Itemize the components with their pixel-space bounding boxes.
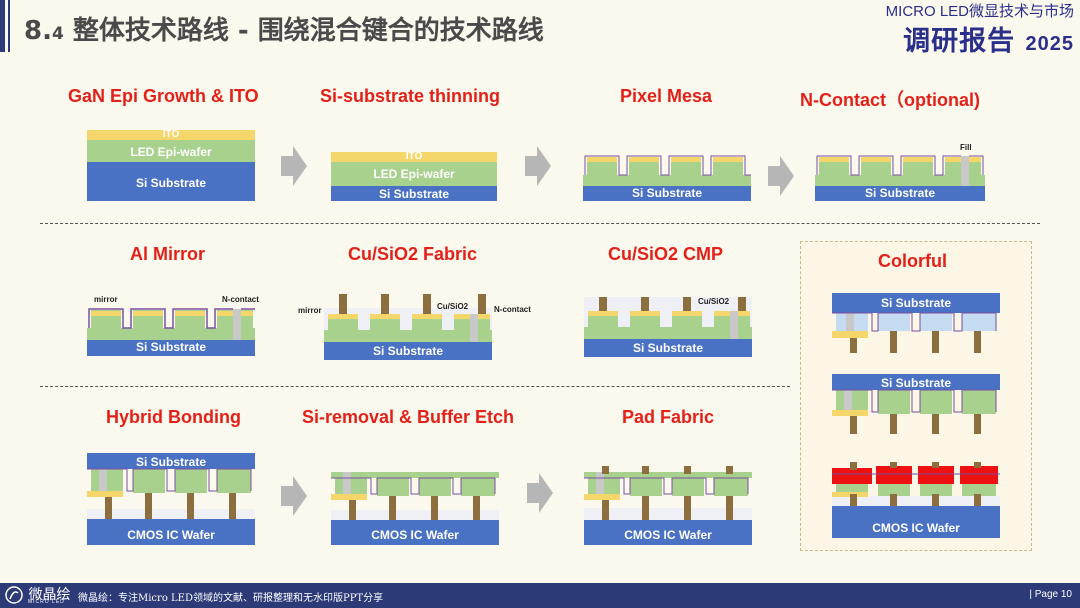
- footer-logo-en: MICRO LED: [28, 599, 65, 605]
- label-n-contact: N-contact: [494, 305, 531, 314]
- footer-logo-text: 微晶绘: [28, 587, 71, 603]
- label-si-substrate: Si Substrate: [135, 340, 207, 354]
- label-ito: ITO: [405, 151, 423, 162]
- diagram-hybrid-bonding: [87, 453, 255, 545]
- diagram-colorful-3: [832, 462, 1000, 538]
- diagram-si-removal: [331, 472, 499, 545]
- label-si-substrate: Si Substrate: [372, 344, 444, 358]
- footer-logo: 微晶绘: [4, 584, 70, 605]
- label-epi-wafer: LED Epi-wafer: [130, 145, 212, 159]
- step-title-cu-sio2-cmp: Cu/SiO2 CMP: [608, 244, 724, 264]
- page-number: | Page 10: [1029, 589, 1072, 600]
- label-cmos-wafer: CMOS IC Wafer: [872, 521, 960, 535]
- badge-line1: MICRO LED微显技术与市场: [885, 3, 1074, 20]
- diagram-cu-sio2-fabric: [324, 294, 492, 360]
- step-title-cu-sio2-fabric: Cu/SiO2 Fabric: [348, 244, 478, 264]
- label-cmos-wafer: CMOS IC Wafer: [371, 528, 459, 542]
- header-accent-bar: [0, 0, 5, 52]
- arrow-right-icon: [525, 146, 551, 186]
- step-title-al-mirror: Al Mirror: [130, 244, 206, 264]
- step-title-pixel-mesa: Pixel Mesa: [620, 86, 713, 106]
- step-title-hybrid-bonding: Hybrid Bonding: [106, 407, 241, 427]
- step-title-pad-fabric: Pad Fabric: [622, 407, 715, 427]
- page-title: 8.4 整体技术路线 - 围绕混合键合的技术路线: [24, 10, 544, 47]
- logo-icon: [5, 586, 23, 604]
- title-number: 8.: [24, 16, 52, 46]
- step-title-epi-growth: GaN Epi Growth & ITO: [68, 86, 259, 106]
- diagram-si-thinning: [331, 152, 497, 201]
- badge-report: 调研报告: [903, 26, 1016, 57]
- badge-year: 2025: [1025, 33, 1074, 55]
- label-mirror: mirror: [298, 306, 322, 315]
- step-title-n-contact: N-Contact（optional): [800, 90, 980, 110]
- arrow-right-icon: [768, 156, 794, 196]
- label-cu-sio2: Cu/SiO2: [437, 302, 469, 311]
- report-badge: MICRO LED微显技术与市场 调研报告 2025: [880, 0, 1080, 57]
- label-si-substrate: Si Substrate: [880, 376, 952, 390]
- label-cmos-wafer: CMOS IC Wafer: [624, 528, 712, 542]
- label-cu-sio2: Cu/SiO2: [698, 297, 730, 306]
- step-title-si-removal: Si-removal & Buffer Etch: [302, 407, 515, 427]
- label-ito: ITO: [162, 129, 180, 140]
- step-title-colorful: Colorful: [878, 251, 947, 271]
- label-fill: Fill: [960, 143, 972, 152]
- diagram-epi-growth: [87, 130, 255, 201]
- label-mirror: mirror: [94, 295, 118, 304]
- step-title-si-thinning: Si-substrate thinning: [320, 86, 500, 106]
- header-accent-bar-thin: [8, 0, 10, 52]
- footer-text: 微晶绘：专注Micro LED领域的文献、研报整理和无水印版PPT分享: [78, 593, 384, 604]
- row-separator-2: [40, 386, 790, 387]
- label-n-contact: N-contact: [222, 295, 259, 304]
- row-separator-1: [40, 223, 1040, 224]
- diagram-pad-fabric: [584, 466, 752, 545]
- badge-line2: 调研报告 2025: [903, 19, 1074, 58]
- footer-bar: 微晶绘 MICRO LED 微晶绘：专注Micro LED领域的文献、研报整理和…: [0, 583, 1080, 608]
- arrow-right-icon: [281, 476, 307, 516]
- diagram-cu-sio2-cmp: [584, 297, 752, 357]
- label-si-substrate: Si Substrate: [631, 186, 703, 200]
- label-si-substrate: Si Substrate: [135, 455, 207, 469]
- arrow-right-icon: [527, 473, 553, 513]
- label-si-substrate: Si Substrate: [864, 186, 936, 200]
- label-si-substrate: Si Substrate: [632, 341, 704, 355]
- diagram-al-mirror: [87, 308, 255, 356]
- label-si-substrate: Si Substrate: [880, 296, 952, 310]
- diagram-pixel-mesa: [583, 155, 751, 201]
- label-epi-wafer: LED Epi-wafer: [373, 167, 455, 181]
- title-subnumber: 4: [51, 24, 64, 44]
- label-cmos-wafer: CMOS IC Wafer: [127, 528, 215, 542]
- diagram-colorful-2: [832, 374, 1000, 434]
- diagram-colorful-1: [832, 293, 1000, 353]
- label-si-substrate: Si Substrate: [135, 176, 207, 190]
- title-text: 整体技术路线 - 围绕混合键合的技术路线: [63, 16, 544, 46]
- diagram-n-contact: [815, 155, 985, 201]
- label-si-substrate: Si Substrate: [378, 187, 450, 201]
- arrow-right-icon: [281, 146, 307, 186]
